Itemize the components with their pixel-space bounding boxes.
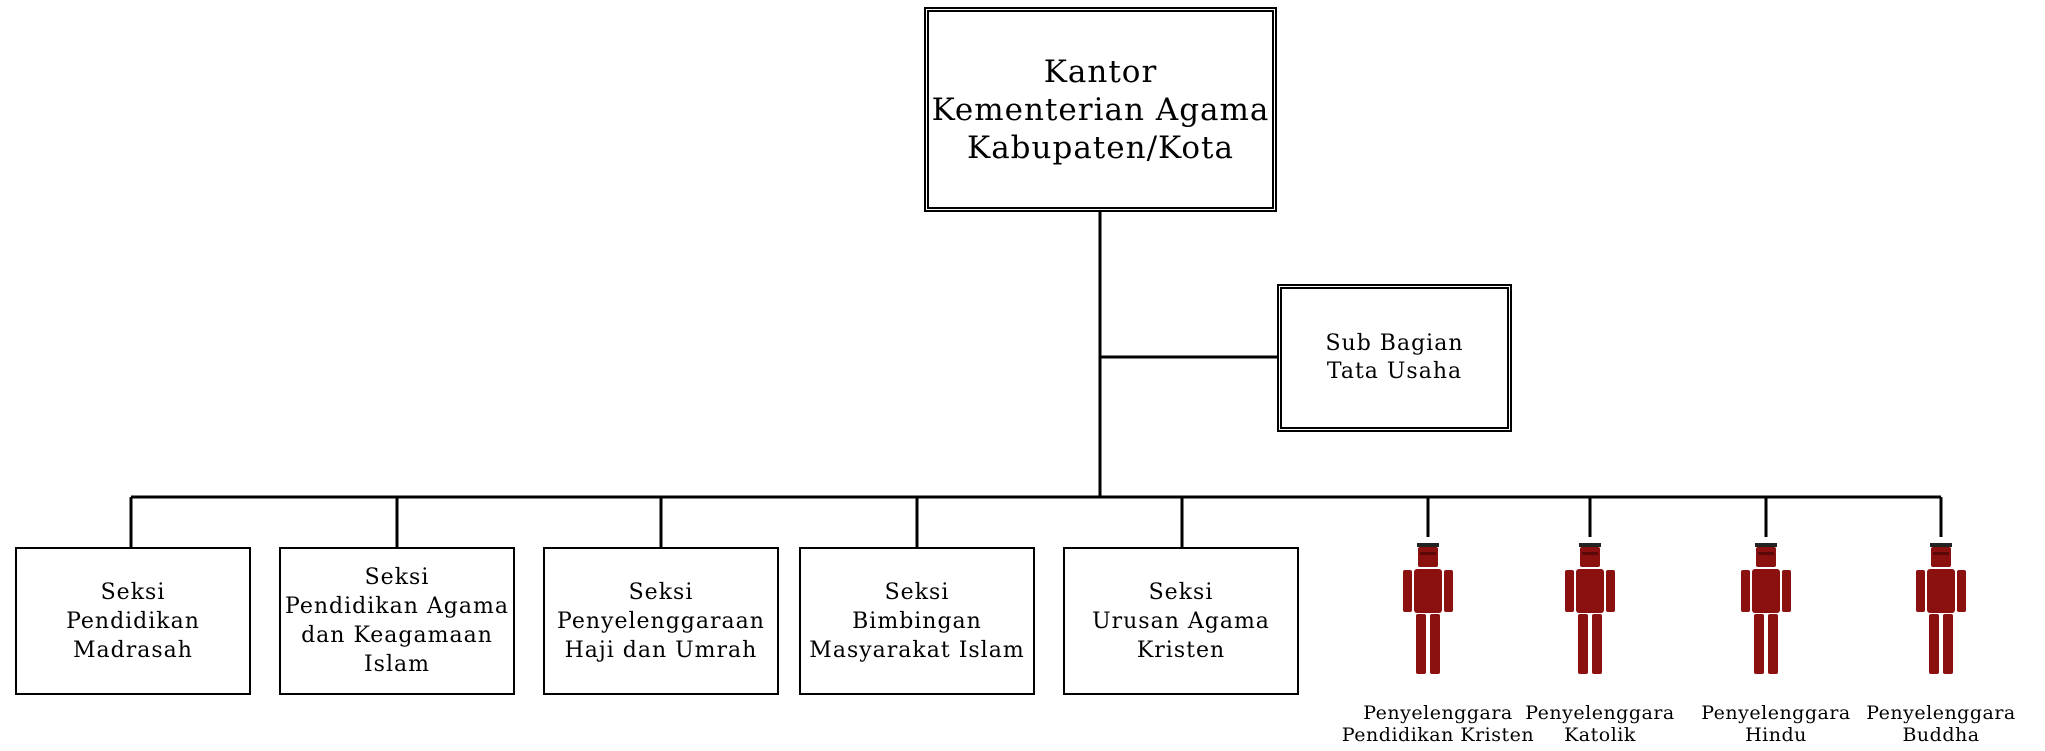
seksi-box-haji-umrah: Seksi Penyelenggaraan Haji dan Umrah bbox=[543, 547, 779, 695]
seksi-label: Seksi Bimbingan Masyarakat Islam bbox=[809, 579, 1025, 663]
seksi-box-agama-kristen: Seksi Urusan Agama Kristen bbox=[1063, 547, 1299, 695]
sub-bagian-box: Sub Bagian Tata Usaha bbox=[1277, 284, 1512, 432]
sub-bagian-label: Sub Bagian Tata Usaha bbox=[1325, 331, 1464, 384]
seksi-box-pendidikan-agama: Seksi Pendidikan Agama dan Keagamaan Isl… bbox=[279, 547, 515, 695]
person-icon bbox=[1562, 540, 1618, 680]
person-icon bbox=[1400, 540, 1456, 680]
org-head-box: Kantor Kementerian Agama Kabupaten/Kota bbox=[924, 7, 1277, 212]
penyelenggara-label: Penyelenggara Hindu bbox=[1701, 702, 1851, 746]
person-icon bbox=[1913, 540, 1969, 680]
penyelenggara-label: Penyelenggara Katolik bbox=[1525, 702, 1675, 746]
seksi-label: Seksi Penyelenggaraan Haji dan Umrah bbox=[557, 579, 765, 663]
seksi-box-bimas-islam: Seksi Bimbingan Masyarakat Islam bbox=[799, 547, 1035, 695]
seksi-label: Seksi Urusan Agama Kristen bbox=[1092, 579, 1270, 663]
seksi-box-madrasah: Seksi Pendidikan Madrasah bbox=[15, 547, 251, 695]
penyelenggara-label: Penyelenggara Pendidikan Kristen bbox=[1341, 702, 1535, 746]
org-head-label: Kantor Kementerian Agama Kabupaten/Kota bbox=[931, 53, 1270, 166]
person-icon bbox=[1738, 540, 1794, 680]
seksi-label: Seksi Pendidikan Agama dan Keagamaan Isl… bbox=[285, 565, 509, 677]
seksi-label: Seksi Pendidikan Madrasah bbox=[66, 579, 200, 663]
penyelenggara-label: Penyelenggara Buddha bbox=[1866, 702, 2016, 746]
